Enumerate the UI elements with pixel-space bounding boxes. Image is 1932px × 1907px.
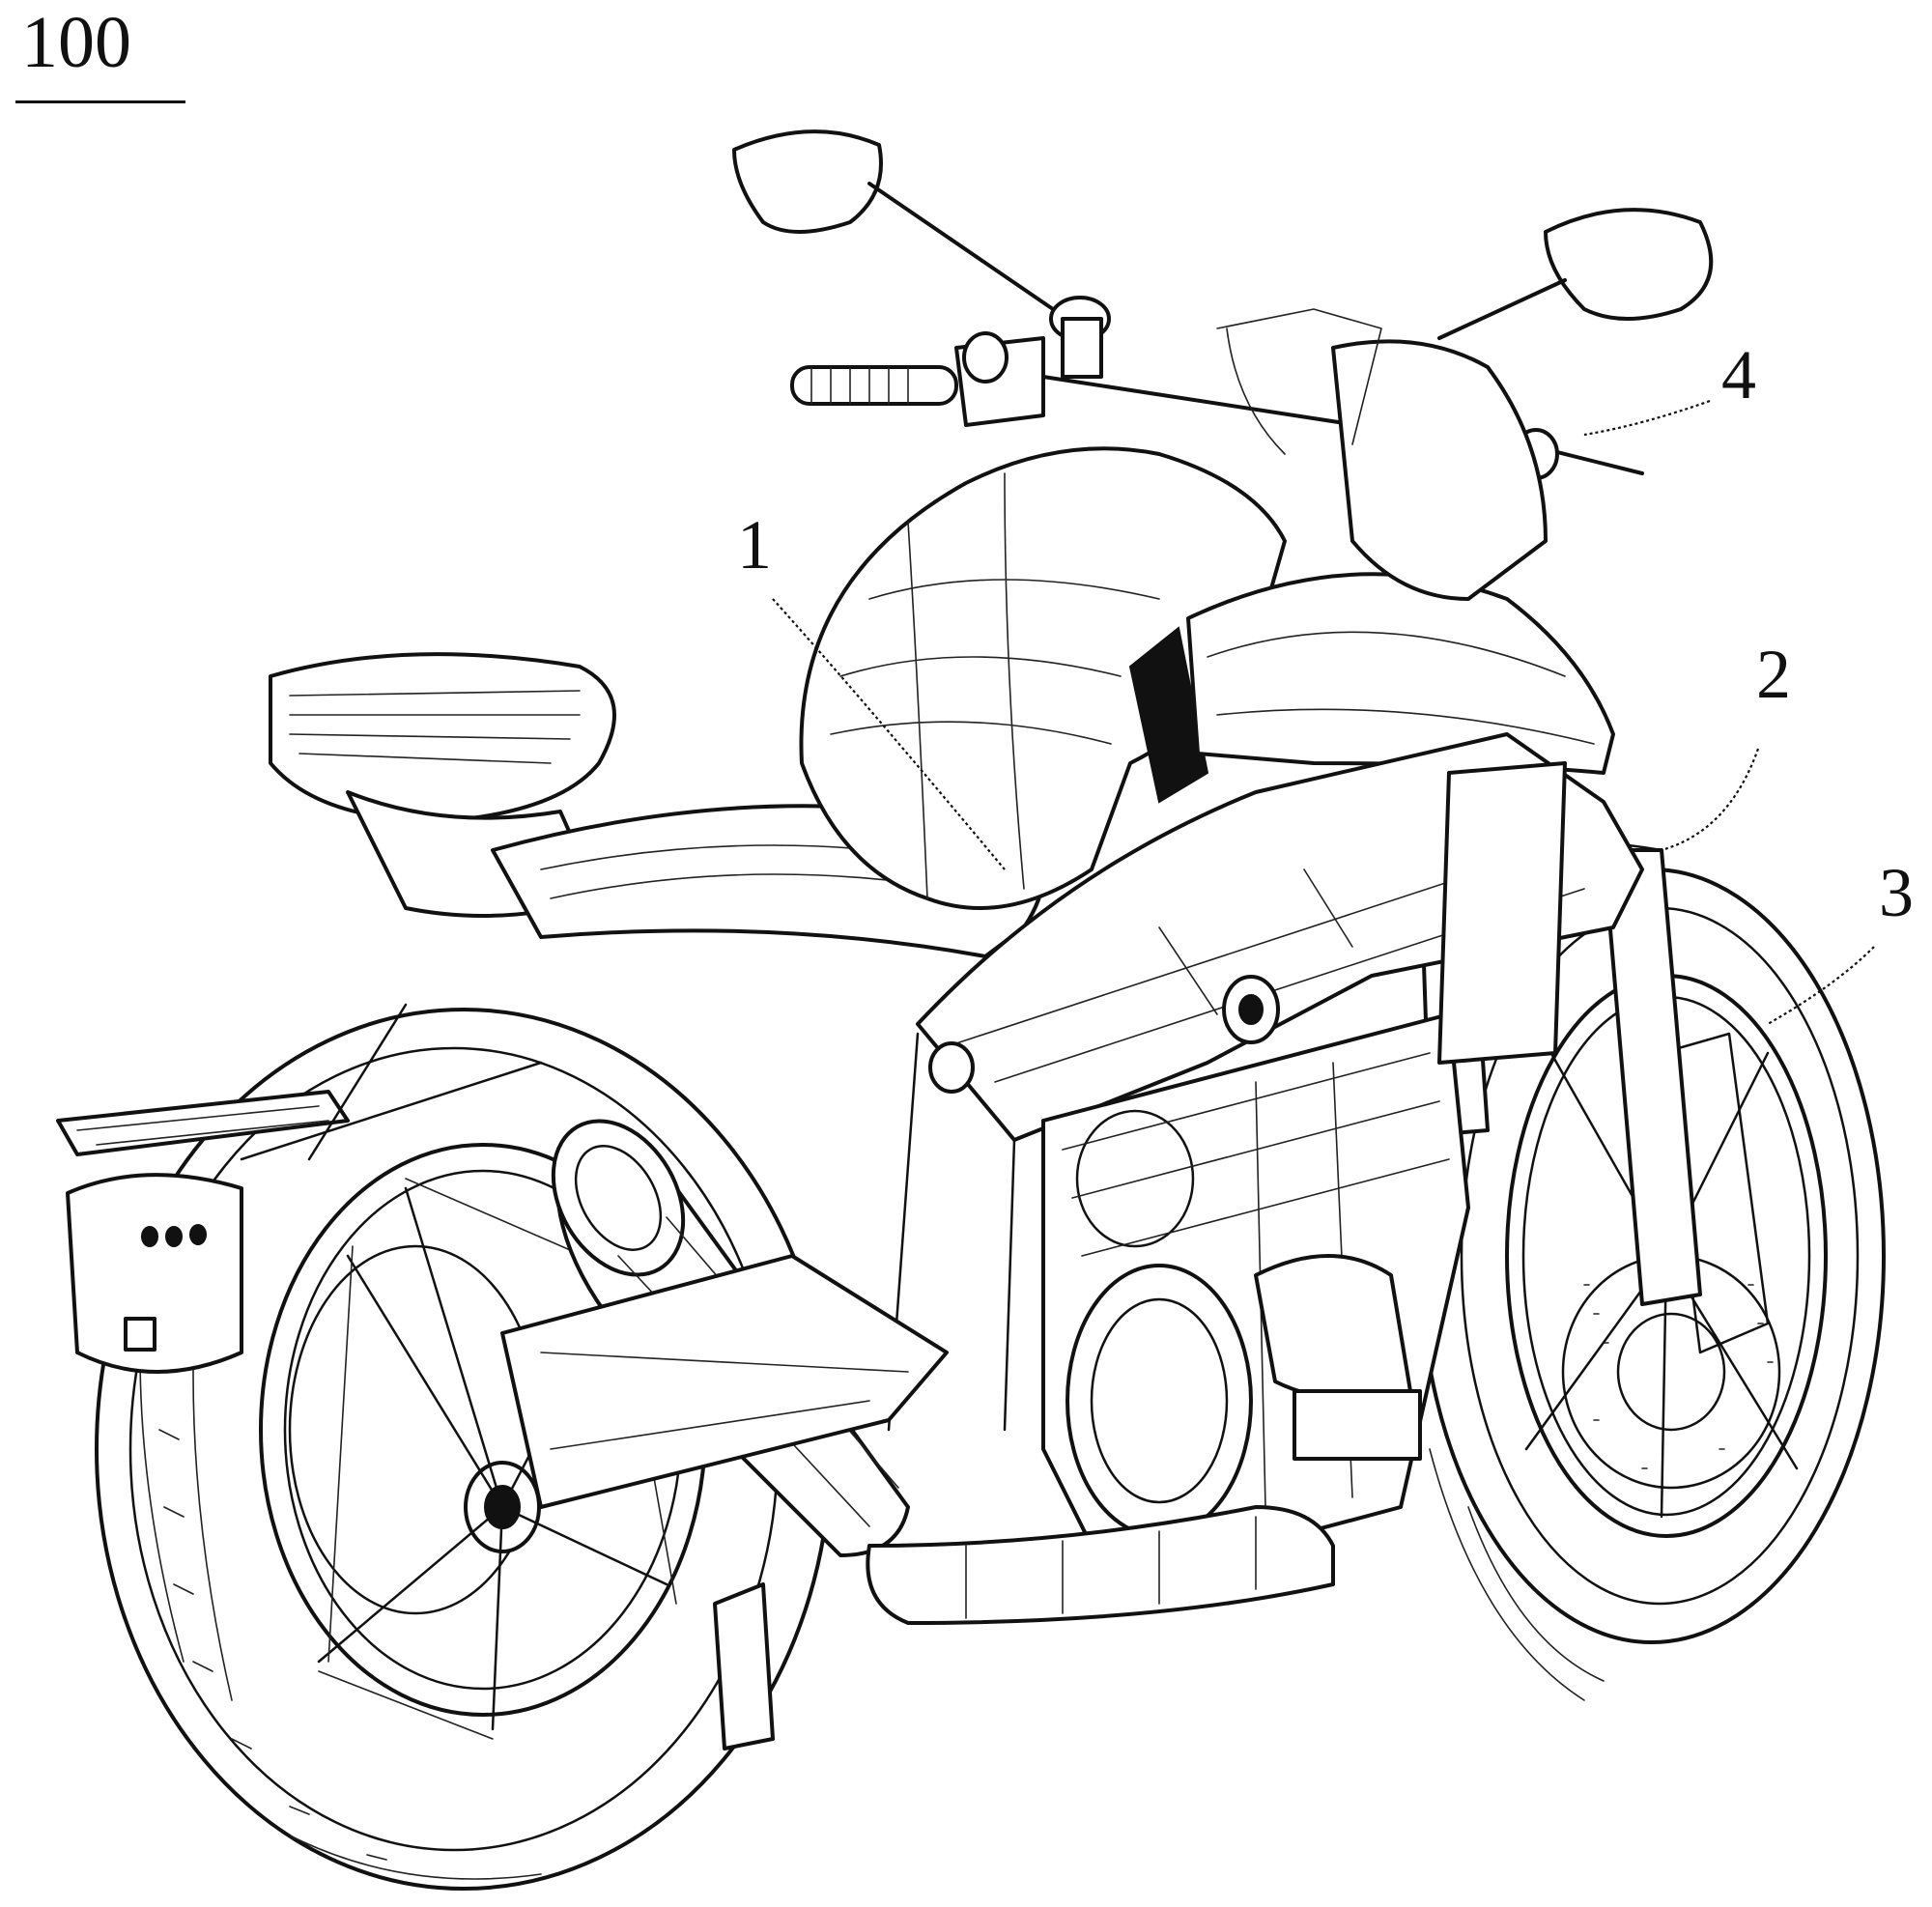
swingarm xyxy=(500,1254,949,1750)
figure-number: 100 xyxy=(21,2,131,83)
leader-line-4 xyxy=(1583,399,1711,437)
leader-lines xyxy=(772,399,1875,1025)
callout-4: 4 xyxy=(1721,336,1756,413)
callout-3: 3 xyxy=(1879,854,1914,931)
leader-line-1 xyxy=(772,598,1006,870)
callout-2: 2 xyxy=(1756,636,1791,713)
engine xyxy=(1041,1012,1470,1586)
mirrors xyxy=(732,129,1714,340)
side-shroud xyxy=(1186,572,1615,775)
leader-line-3 xyxy=(1767,946,1875,1025)
figure-number-underline xyxy=(15,100,185,103)
headlight-area xyxy=(1216,308,1567,1065)
tail-section xyxy=(56,652,616,1374)
leader-line-2 xyxy=(1661,748,1760,852)
callout-1: 1 xyxy=(737,506,772,583)
fuel-tank xyxy=(799,446,1287,910)
